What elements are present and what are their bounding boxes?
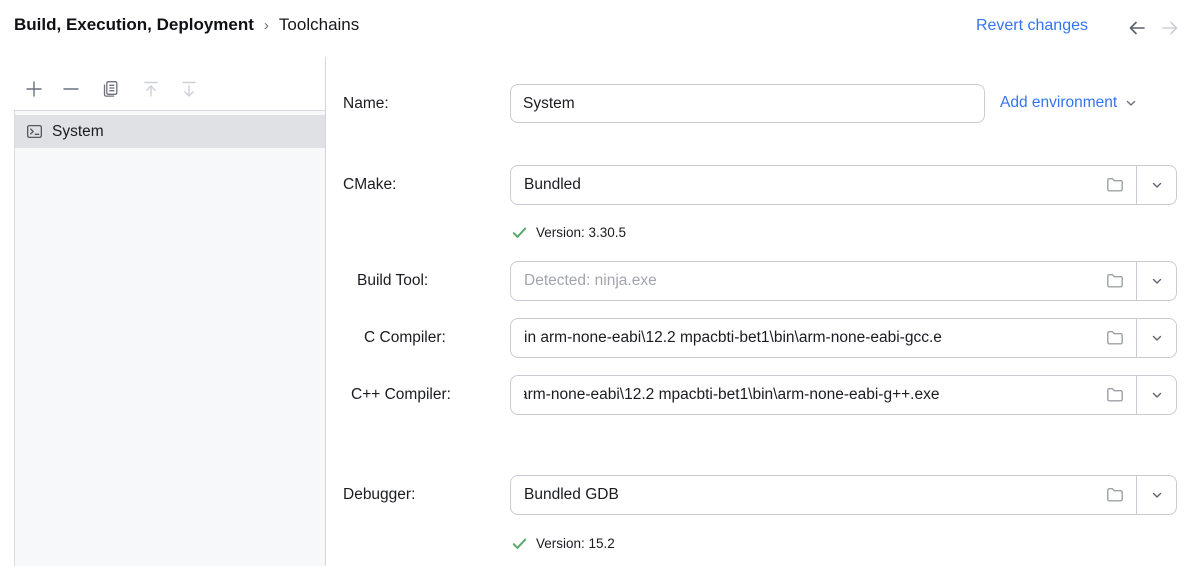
- toolchain-item-label: System: [52, 122, 104, 140]
- move-down-button: [178, 78, 200, 100]
- check-icon: [512, 538, 527, 549]
- chevron-down-icon[interactable]: [1136, 262, 1176, 300]
- cmake-version-text: Version: 3.30.5: [536, 225, 627, 240]
- check-icon: [512, 227, 527, 238]
- cmake-value: Bundled: [524, 176, 581, 193]
- cmake-version-row: Version: 3.30.5: [511, 224, 626, 241]
- breadcrumb: Build, Execution, Deployment › Toolchain…: [14, 15, 359, 35]
- c-compiler-label: C Compiler:: [364, 329, 446, 346]
- chevron-down-icon[interactable]: [1136, 319, 1176, 357]
- name-input[interactable]: [510, 84, 985, 123]
- folder-icon[interactable]: [1103, 483, 1127, 507]
- cmake-combobox[interactable]: Bundled: [510, 165, 1177, 205]
- folder-icon[interactable]: [1103, 326, 1127, 350]
- folder-icon[interactable]: [1103, 269, 1127, 293]
- add-toolchain-button[interactable]: [23, 78, 45, 100]
- debugger-value: Bundled GDB: [524, 486, 619, 503]
- toolchain-list-item-system[interactable]: System: [15, 115, 325, 148]
- copy-toolchain-button[interactable]: [99, 78, 121, 100]
- back-arrow-icon[interactable]: [1125, 16, 1149, 40]
- breadcrumb-current: Toolchains: [278, 15, 360, 34]
- chevron-down-icon[interactable]: [1136, 376, 1176, 414]
- revert-changes-link[interactable]: Revert changes: [975, 17, 1088, 34]
- forward-arrow-icon: [1158, 16, 1182, 40]
- add-environment-label: Add environment: [1000, 94, 1118, 111]
- build-tool-placeholder: Detected: ninja.exe: [524, 272, 657, 289]
- c-compiler-combobox[interactable]: in arm-none-eabi\12.2 mpacbti-bet1\bin\a…: [510, 318, 1177, 358]
- cpp-compiler-combobox[interactable]: arm-none-eabi\12.2 mpacbti-bet1\bin\arm-…: [510, 375, 1177, 415]
- debugger-combobox[interactable]: Bundled GDB: [510, 475, 1177, 515]
- panel-divider: [325, 57, 326, 566]
- debugger-version-text: Version: 15.2: [536, 536, 615, 551]
- debugger-label: Debugger:: [343, 486, 416, 503]
- folder-icon[interactable]: [1103, 383, 1127, 407]
- cmake-label: CMake:: [343, 176, 397, 193]
- chevron-down-icon: [1126, 100, 1136, 106]
- name-label: Name:: [343, 95, 389, 112]
- terminal-icon: [25, 122, 44, 141]
- remove-toolchain-button[interactable]: [60, 78, 82, 100]
- c-compiler-value: in arm-none-eabi\12.2 mpacbti-bet1\bin\a…: [524, 329, 942, 346]
- move-up-button: [140, 78, 162, 100]
- chevron-down-icon[interactable]: [1136, 166, 1176, 204]
- cpp-compiler-label: C++ Compiler:: [351, 386, 451, 403]
- build-tool-label: Build Tool:: [357, 272, 429, 289]
- chevron-down-icon[interactable]: [1136, 476, 1176, 514]
- folder-icon[interactable]: [1103, 173, 1127, 197]
- breadcrumb-separator-icon: ›: [263, 16, 269, 34]
- breadcrumb-parent[interactable]: Build, Execution, Deployment: [14, 15, 254, 34]
- debugger-version-row: Version: 15.2: [511, 535, 615, 552]
- add-environment-dropdown[interactable]: Add environment: [1000, 94, 1139, 112]
- toolchains-list: [14, 110, 325, 566]
- cpp-compiler-value: arm-none-eabi\12.2 mpacbti-bet1\bin\arm-…: [524, 386, 940, 403]
- build-tool-combobox[interactable]: Detected: ninja.exe: [510, 261, 1177, 301]
